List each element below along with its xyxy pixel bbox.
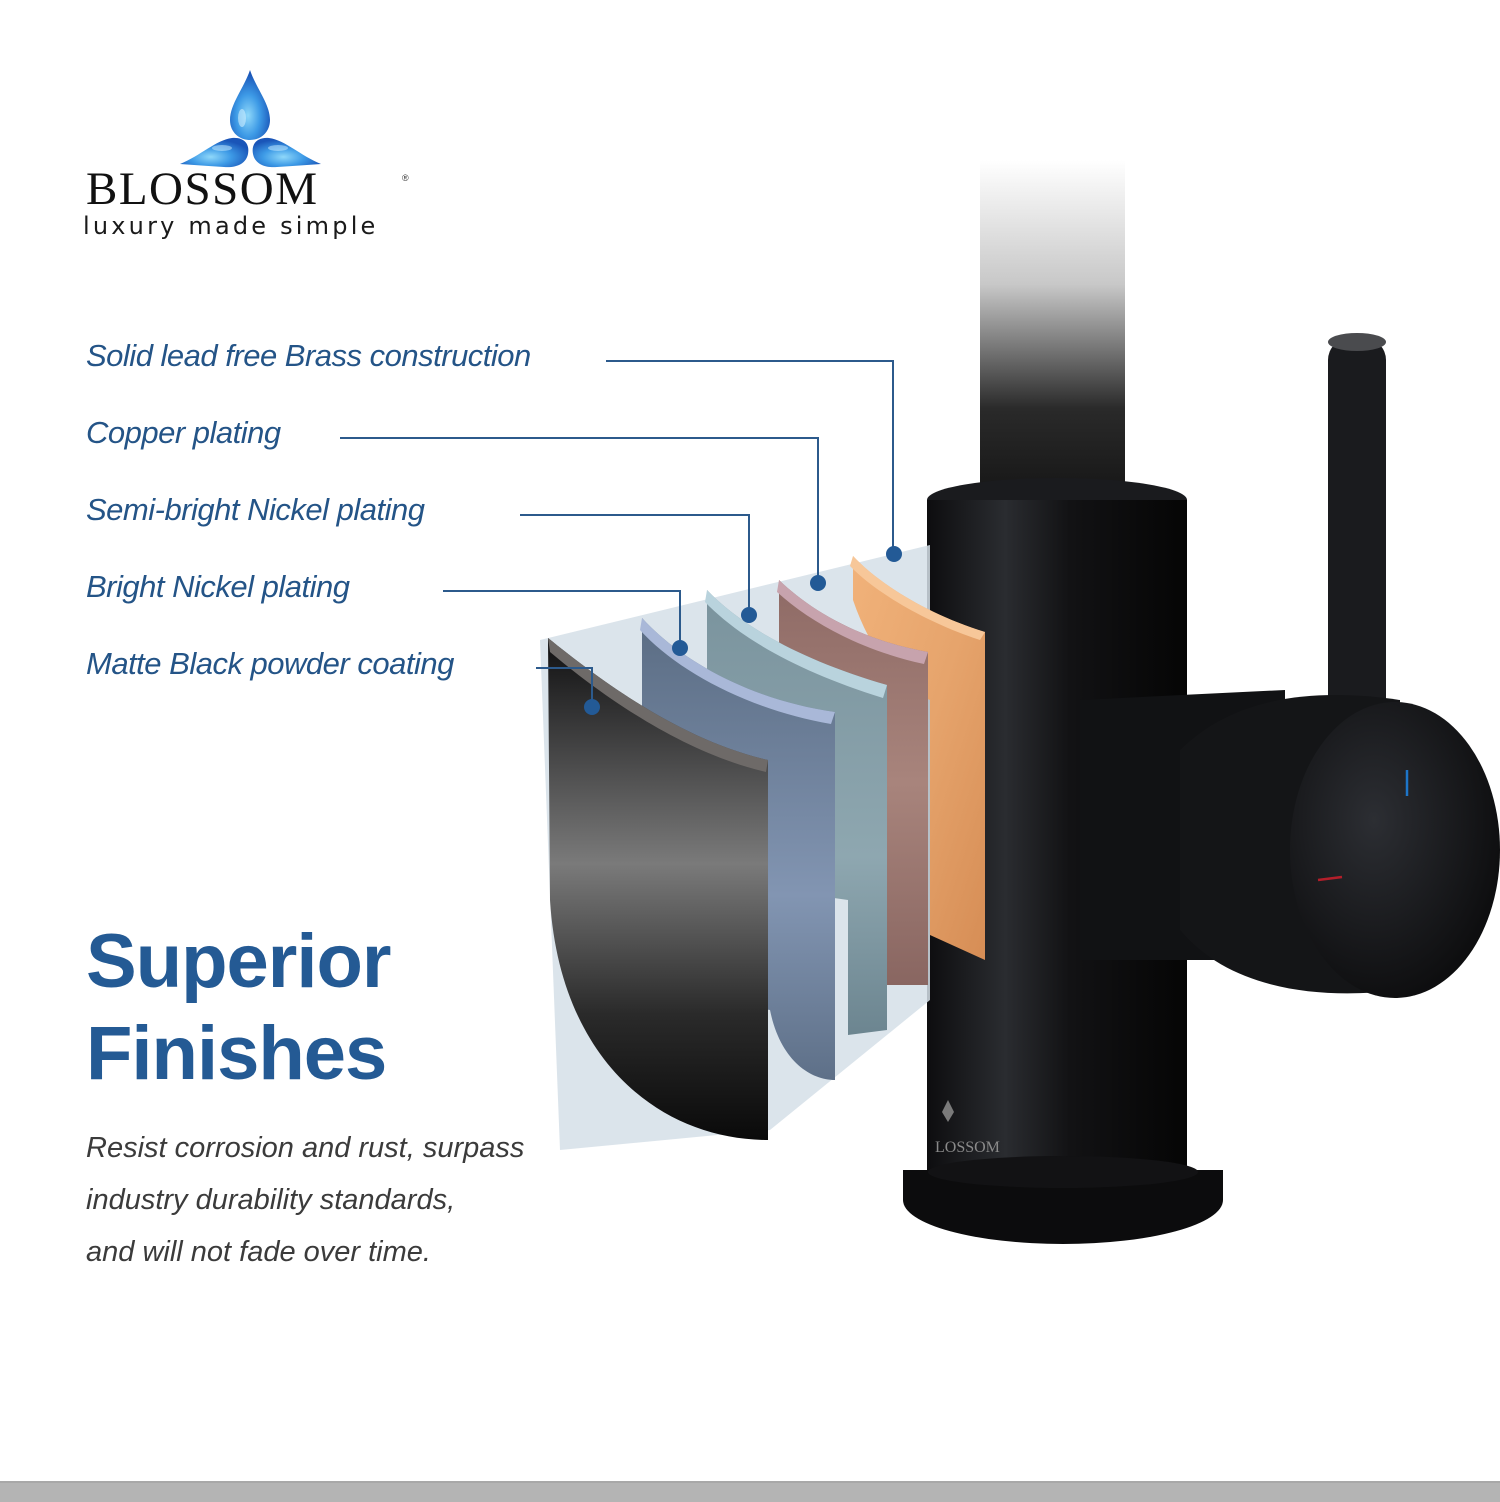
callout-brass: Solid lead free Brass construction (86, 338, 531, 373)
body-copy: Resist corrosion and rust, surpass indus… (86, 1122, 524, 1278)
faucet-engraving: LOSSOM (935, 1139, 1000, 1156)
brand-name: BLOSSOM (86, 163, 319, 215)
body-line-1: Resist corrosion and rust, surpass (86, 1132, 525, 1164)
dot-bright-nickel (672, 640, 688, 656)
callout-dots (584, 546, 902, 715)
registered-mark: ® (402, 173, 409, 183)
callout-bright-nickel: Bright Nickel plating (86, 569, 350, 604)
dot-matte-black (584, 699, 600, 715)
body-line-2: industry durability standards, (86, 1184, 456, 1216)
headline: Superior Finishes (86, 916, 391, 1100)
callout-copper: Copper plating (86, 415, 281, 450)
brand-tagline: luxury made simple (83, 212, 379, 240)
callout-lines (340, 360, 894, 706)
headline-line-1: Superior (86, 919, 391, 1004)
water-drop-trefoil-icon (180, 70, 321, 168)
body-line-3: and will not fade over time. (86, 1236, 431, 1268)
faucet-lever (1328, 333, 1386, 728)
layer-matte-black (548, 638, 768, 1140)
faucet-handle-knob (1180, 695, 1500, 998)
dot-brass (886, 546, 902, 562)
callout-matte-black: Matte Black powder coating (86, 646, 454, 681)
callout-semi-bright-nickel: Semi-bright Nickel plating (86, 492, 425, 527)
faucet-spout (980, 160, 1125, 515)
dot-semi-bright-nickel (741, 607, 757, 623)
hot-indicator (1317, 875, 1343, 882)
brand-logo: BLOSSOM ® luxury made simple (80, 62, 420, 252)
headline-line-2: Finishes (86, 1011, 387, 1096)
dot-copper (810, 575, 826, 591)
footer-bar (0, 1481, 1500, 1502)
